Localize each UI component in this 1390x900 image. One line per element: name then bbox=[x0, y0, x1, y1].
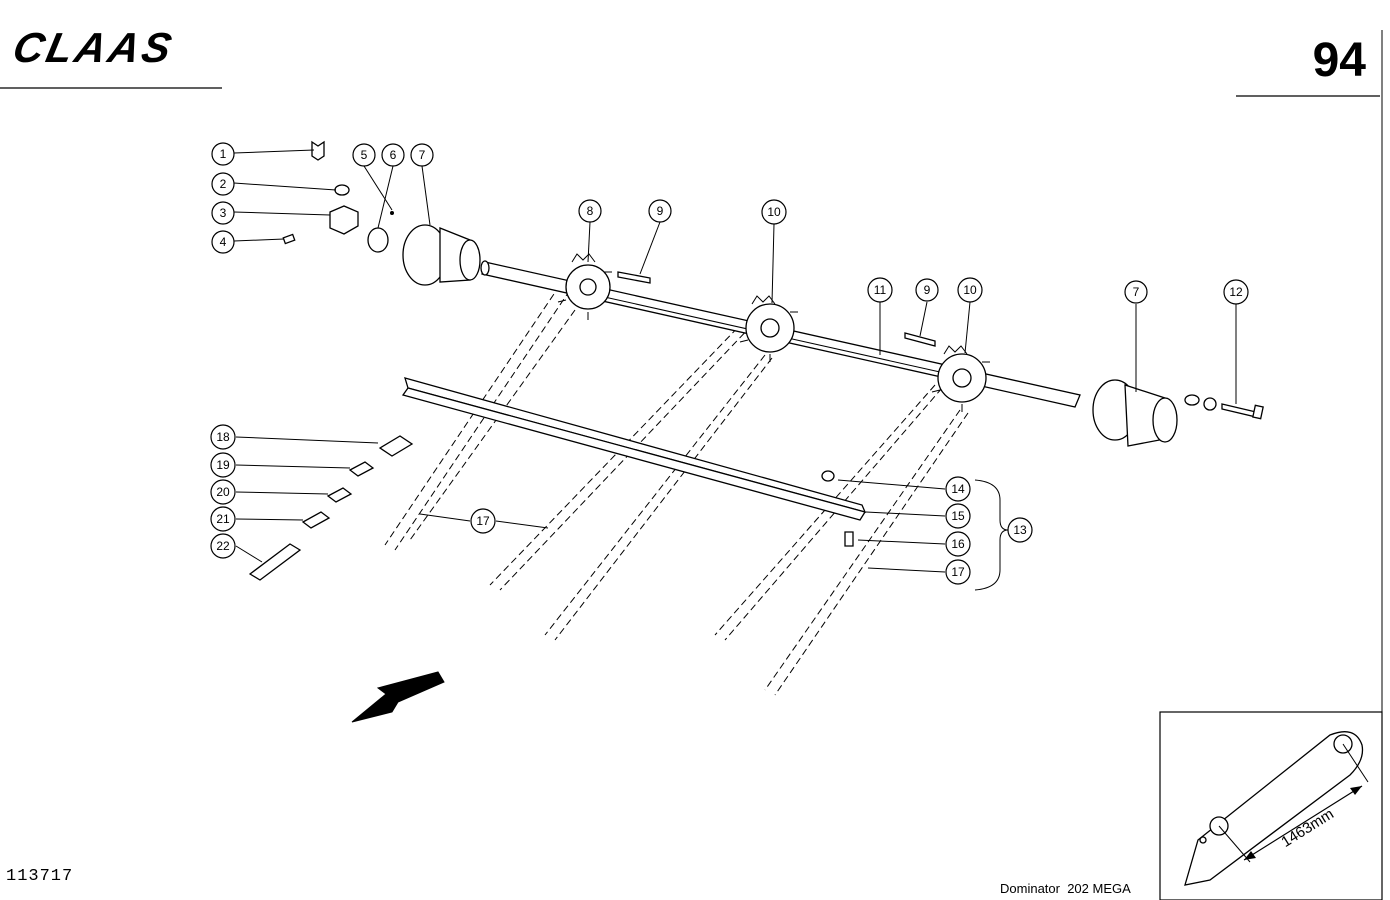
slat-plate bbox=[1184, 731, 1364, 886]
bearing-housing-right bbox=[1092, 379, 1178, 447]
grease-nipple bbox=[311, 140, 325, 161]
svg-text:8: 8 bbox=[587, 204, 594, 218]
callout-22: 22 bbox=[210, 533, 236, 559]
drawing-number: 113717 bbox=[6, 867, 73, 886]
set-screw bbox=[282, 233, 296, 245]
callout-20: 20 bbox=[210, 479, 236, 505]
ball bbox=[390, 211, 394, 215]
svg-text:17: 17 bbox=[951, 565, 965, 579]
callout-7-left: 7 bbox=[410, 143, 434, 167]
callout-21: 21 bbox=[210, 506, 236, 532]
callout-5: 5 bbox=[352, 143, 376, 167]
callout-12: 12 bbox=[1223, 279, 1249, 305]
inset-detail: 1463mm bbox=[1159, 711, 1383, 900]
svg-text:9: 9 bbox=[924, 283, 931, 297]
svg-text:20: 20 bbox=[216, 485, 230, 499]
page-number: 94 bbox=[1313, 34, 1367, 87]
callout-4: 4 bbox=[211, 230, 235, 254]
svg-text:7: 7 bbox=[419, 148, 426, 162]
svg-text:13: 13 bbox=[1013, 523, 1027, 537]
svg-text:19: 19 bbox=[216, 458, 230, 472]
svg-text:16: 16 bbox=[951, 537, 965, 551]
callout-7-right: 7 bbox=[1124, 280, 1148, 304]
callout-15: 15 bbox=[945, 503, 971, 529]
callout-17-left: 17 bbox=[470, 508, 496, 534]
svg-text:4: 4 bbox=[220, 235, 227, 249]
shaft-key-right bbox=[904, 332, 936, 347]
callout-9-left: 9 bbox=[648, 199, 672, 223]
callout-11: 11 bbox=[867, 277, 893, 303]
brand-logo-text: CLAAS bbox=[9, 24, 179, 70]
callout-10-right: 10 bbox=[957, 277, 983, 303]
callout-3: 3 bbox=[211, 201, 235, 225]
washer-nut-right bbox=[1184, 394, 1217, 411]
bearing-housing-left bbox=[367, 224, 481, 286]
callout-18: 18 bbox=[210, 424, 236, 450]
clip-parts bbox=[248, 435, 414, 581]
svg-text:12: 12 bbox=[1229, 285, 1243, 299]
callout-8: 8 bbox=[578, 199, 602, 223]
svg-text:9: 9 bbox=[657, 204, 664, 218]
callout-14: 14 bbox=[945, 476, 971, 502]
adjusting-nut bbox=[329, 205, 359, 235]
callout-17-right: 17 bbox=[945, 559, 971, 585]
slat-bar bbox=[401, 377, 867, 521]
svg-text:10: 10 bbox=[963, 283, 977, 297]
svg-text:2: 2 bbox=[220, 177, 227, 191]
svg-text:15: 15 bbox=[951, 509, 965, 523]
bolt-right bbox=[1221, 403, 1264, 420]
shaft-key-left bbox=[617, 271, 651, 284]
svg-text:14: 14 bbox=[951, 482, 965, 496]
svg-text:11: 11 bbox=[874, 283, 887, 297]
callout-9-right: 9 bbox=[915, 278, 939, 302]
svg-text:1: 1 bbox=[220, 147, 227, 161]
svg-text:22: 22 bbox=[216, 539, 230, 553]
brand-logo: CLAAS bbox=[9, 24, 179, 70]
callout-6: 6 bbox=[381, 143, 405, 167]
sprocket-left bbox=[557, 253, 612, 320]
svg-text:17: 17 bbox=[476, 514, 490, 528]
conveyor-chains bbox=[384, 284, 969, 696]
leader-lines bbox=[233, 149, 1237, 591]
svg-text:10: 10 bbox=[767, 205, 781, 219]
callout-2: 2 bbox=[211, 172, 235, 196]
callout-1: 1 bbox=[211, 142, 235, 166]
svg-text:3: 3 bbox=[220, 206, 227, 220]
sprocket-middle bbox=[739, 295, 798, 362]
svg-text:6: 6 bbox=[390, 148, 397, 162]
direction-arrow bbox=[351, 671, 445, 723]
model-label: Dominator 202 MEGA bbox=[1000, 881, 1131, 896]
svg-text:7: 7 bbox=[1133, 285, 1140, 299]
callout-10-left: 10 bbox=[761, 199, 787, 225]
sprocket-right bbox=[931, 345, 990, 412]
callout-16: 16 bbox=[945, 531, 971, 557]
slat-bolt bbox=[821, 470, 854, 547]
svg-text:18: 18 bbox=[216, 430, 230, 444]
callout-19: 19 bbox=[210, 452, 236, 478]
svg-text:21: 21 bbox=[216, 512, 230, 526]
lock-nut bbox=[334, 184, 350, 196]
svg-text:5: 5 bbox=[361, 148, 368, 162]
callout-13: 13 bbox=[1007, 517, 1033, 543]
